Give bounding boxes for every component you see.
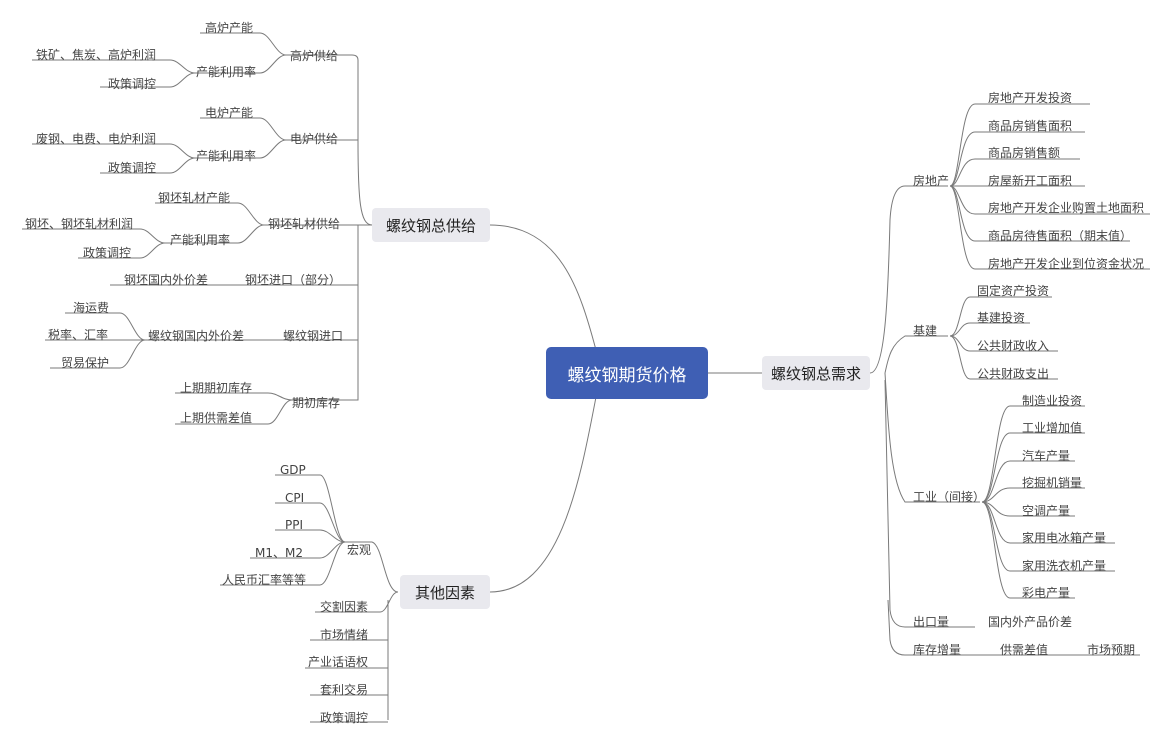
blast-supply-label[interactable]: 高炉供给 [290, 49, 339, 63]
freight-label[interactable]: 海运费 [73, 301, 110, 315]
other-industry-power[interactable]: 产业话语权 [308, 655, 369, 669]
macro-fx[interactable]: 人民币汇率等等 [222, 573, 307, 587]
realestate-item[interactable]: 房地产开发企业购置土地面积 [988, 201, 1145, 215]
industry-item[interactable]: 家用电冰箱产量 [1022, 531, 1107, 545]
stock-increase-label[interactable]: 库存增量 [913, 643, 962, 657]
realestate-item[interactable]: 商品房销售面积 [988, 119, 1073, 133]
market-expectation-label[interactable]: 市场预期 [1087, 643, 1136, 657]
billet-spread-label[interactable]: 钢坯国内外价差 [124, 273, 209, 287]
billet-utilization-label[interactable]: 产能利用率 [170, 233, 231, 247]
other-delivery[interactable]: 交割因素 [320, 600, 369, 614]
industry-item[interactable]: 工业增加值 [1022, 421, 1083, 435]
billet-capacity-label[interactable]: 钢坯轧材产能 [158, 191, 231, 205]
rebar-import-label[interactable]: 螺纹钢进口 [283, 329, 344, 343]
electric-capacity-label[interactable]: 电炉产能 [205, 106, 254, 120]
blast-capacity-label[interactable]: 高炉产能 [205, 21, 254, 35]
infra-item[interactable]: 固定资产投资 [977, 284, 1050, 298]
billet-supply-label[interactable]: 钢坯轧材供给 [268, 217, 341, 231]
macro-m1m2[interactable]: M1、M2 [255, 546, 303, 560]
industry-item[interactable]: 家用洗衣机产量 [1022, 559, 1107, 573]
infra-item[interactable]: 基建投资 [977, 311, 1026, 325]
macro-ppi[interactable]: PPI [285, 518, 304, 532]
billet-profit-label[interactable]: 钢坯、钢坯轧材利润 [25, 217, 134, 231]
other-sentiment[interactable]: 市场情绪 [320, 628, 369, 642]
industry-item[interactable]: 汽车产量 [1022, 449, 1071, 463]
electric-policy-label[interactable]: 政策调控 [108, 161, 157, 175]
other-arbitrage[interactable]: 套利交易 [320, 683, 369, 697]
industry-item[interactable]: 制造业投资 [1022, 394, 1083, 408]
opening-inventory-label[interactable]: 期初库存 [292, 396, 341, 410]
infra-item[interactable]: 公共财政支出 [977, 367, 1050, 381]
macro-gdp[interactable]: GDP [280, 463, 306, 477]
industry-label[interactable]: 工业（间接） [913, 490, 986, 504]
other-policy[interactable]: 政策调控 [320, 711, 369, 725]
electric-profit-label[interactable]: 废钢、电费、电炉利润 [36, 132, 157, 146]
supply-node[interactable]: 螺纹钢总供给 [372, 208, 490, 242]
macro-label[interactable]: 宏观 [347, 543, 372, 557]
blast-utilization-label[interactable]: 产能利用率 [196, 65, 257, 79]
electric-supply-label[interactable]: 电炉供给 [290, 132, 339, 146]
realestate-item[interactable]: 商品房销售额 [988, 146, 1061, 160]
industry-item[interactable]: 彩电产量 [1022, 586, 1071, 600]
infra-item[interactable]: 公共财政收入 [977, 339, 1050, 353]
macro-cpi[interactable]: CPI [285, 491, 305, 505]
supply-demand-gap-label[interactable]: 供需差值 [1000, 643, 1049, 657]
blast-profit-label[interactable]: 铁矿、焦炭、高炉利润 [36, 48, 157, 62]
billet-import-label[interactable]: 钢坯进口（部分） [245, 273, 342, 287]
trade-protection-label[interactable]: 贸易保护 [61, 356, 110, 370]
industry-item[interactable]: 空调产量 [1022, 504, 1071, 518]
prev-gap-label[interactable]: 上期供需差值 [180, 411, 253, 425]
blast-policy-label[interactable]: 政策调控 [108, 77, 157, 91]
billet-policy-label[interactable]: 政策调控 [83, 246, 132, 260]
other-factors-node[interactable]: 其他因素 [400, 575, 490, 609]
rebar-spread-label[interactable]: 螺纹钢国内外价差 [148, 329, 245, 343]
tax-rate-label[interactable]: 税率、汇率 [48, 328, 109, 342]
electric-utilization-label[interactable]: 产能利用率 [196, 149, 257, 163]
export-spread-label[interactable]: 国内外产品价差 [988, 615, 1073, 629]
demand-node[interactable]: 螺纹钢总需求 [762, 356, 870, 390]
export-label[interactable]: 出口量 [913, 615, 950, 629]
realestate-item[interactable]: 房地产开发投资 [988, 91, 1073, 105]
realestate-item[interactable]: 房地产开发企业到位资金状况 [988, 257, 1145, 271]
realestate-item[interactable]: 房屋新开工面积 [988, 174, 1073, 188]
prev-stock-label[interactable]: 上期期初库存 [180, 381, 253, 395]
realestate-item[interactable]: 商品房待售面积（期末值） [988, 229, 1133, 243]
industry-item[interactable]: 挖掘机销量 [1022, 476, 1083, 490]
root-node[interactable]: 螺纹钢期货价格 [546, 347, 708, 399]
infra-label[interactable]: 基建 [913, 324, 938, 338]
realestate-label[interactable]: 房地产 [913, 174, 950, 188]
